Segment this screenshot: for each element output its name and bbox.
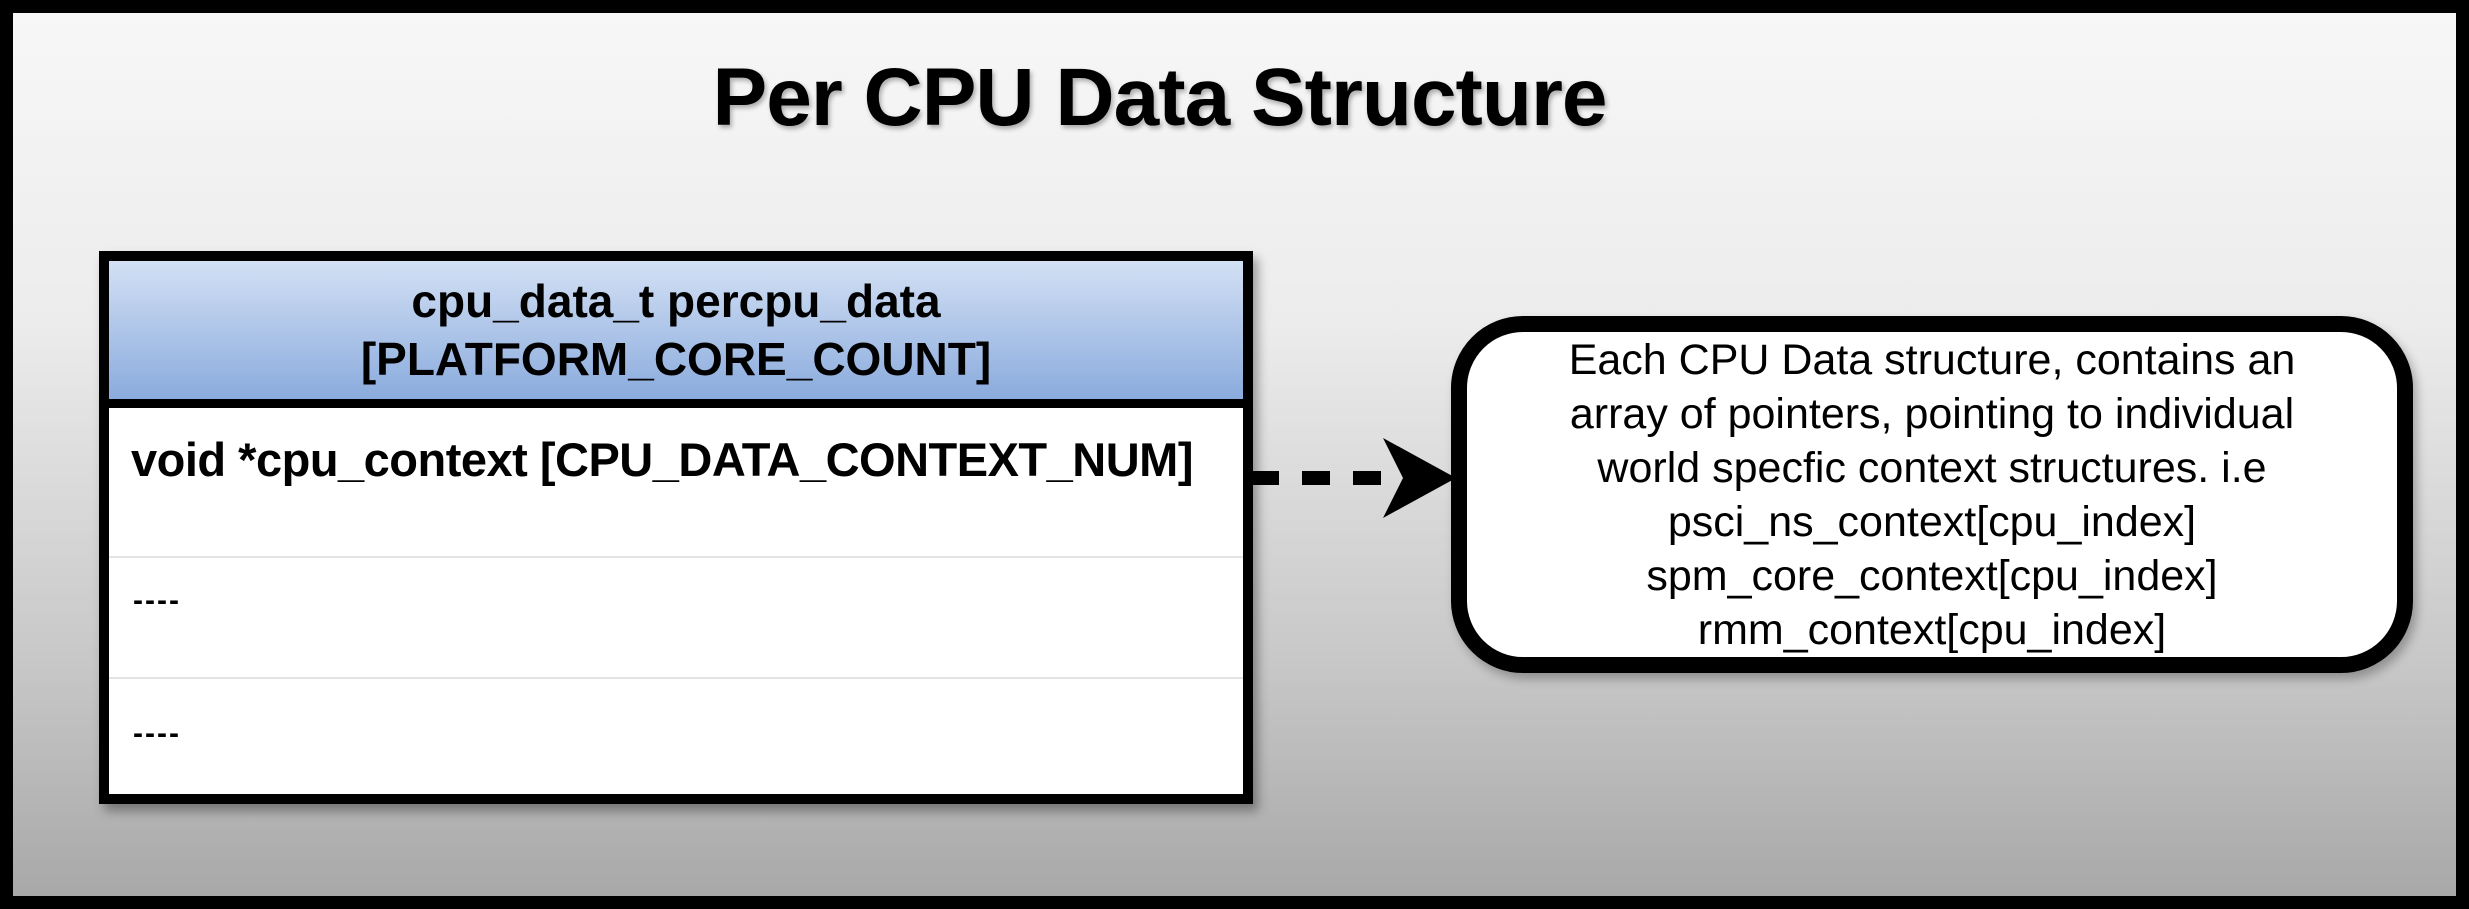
callout-line: psci_ns_context[cpu_index] bbox=[1667, 497, 2197, 546]
table-row-placeholder: ---- bbox=[109, 677, 1243, 794]
table-header: cpu_data_t percpu_data [PLATFORM_CORE_CO… bbox=[109, 261, 1243, 408]
callout-line: Each CPU Data structure, contains an bbox=[1568, 335, 2296, 384]
dashed-arrow-icon bbox=[1251, 438, 1456, 518]
callout-line: rmm_context[cpu_index] bbox=[1697, 605, 2167, 654]
callout-line: world specfic context structures. i.e bbox=[1597, 443, 2267, 492]
annotation-callout: Each CPU Data structure, contains an arr… bbox=[1451, 316, 2413, 673]
percpu-data-table: cpu_data_t percpu_data [PLATFORM_CORE_CO… bbox=[99, 251, 1253, 804]
page-title: Per CPU Data Structure bbox=[712, 52, 1608, 143]
table-header-line-1: cpu_data_t percpu_data bbox=[411, 275, 941, 327]
table-row-placeholder: ---- bbox=[109, 556, 1243, 677]
table-row-cpu-context: void *cpu_context [CPU_DATA_CONTEXT_NUM] bbox=[131, 433, 1193, 486]
callout-line: spm_core_context[cpu_index] bbox=[1646, 551, 2218, 600]
callout-line: array of pointers, pointing to individua… bbox=[1569, 389, 2295, 438]
table-header-line-2: [PLATFORM_CORE_COUNT] bbox=[360, 333, 992, 385]
